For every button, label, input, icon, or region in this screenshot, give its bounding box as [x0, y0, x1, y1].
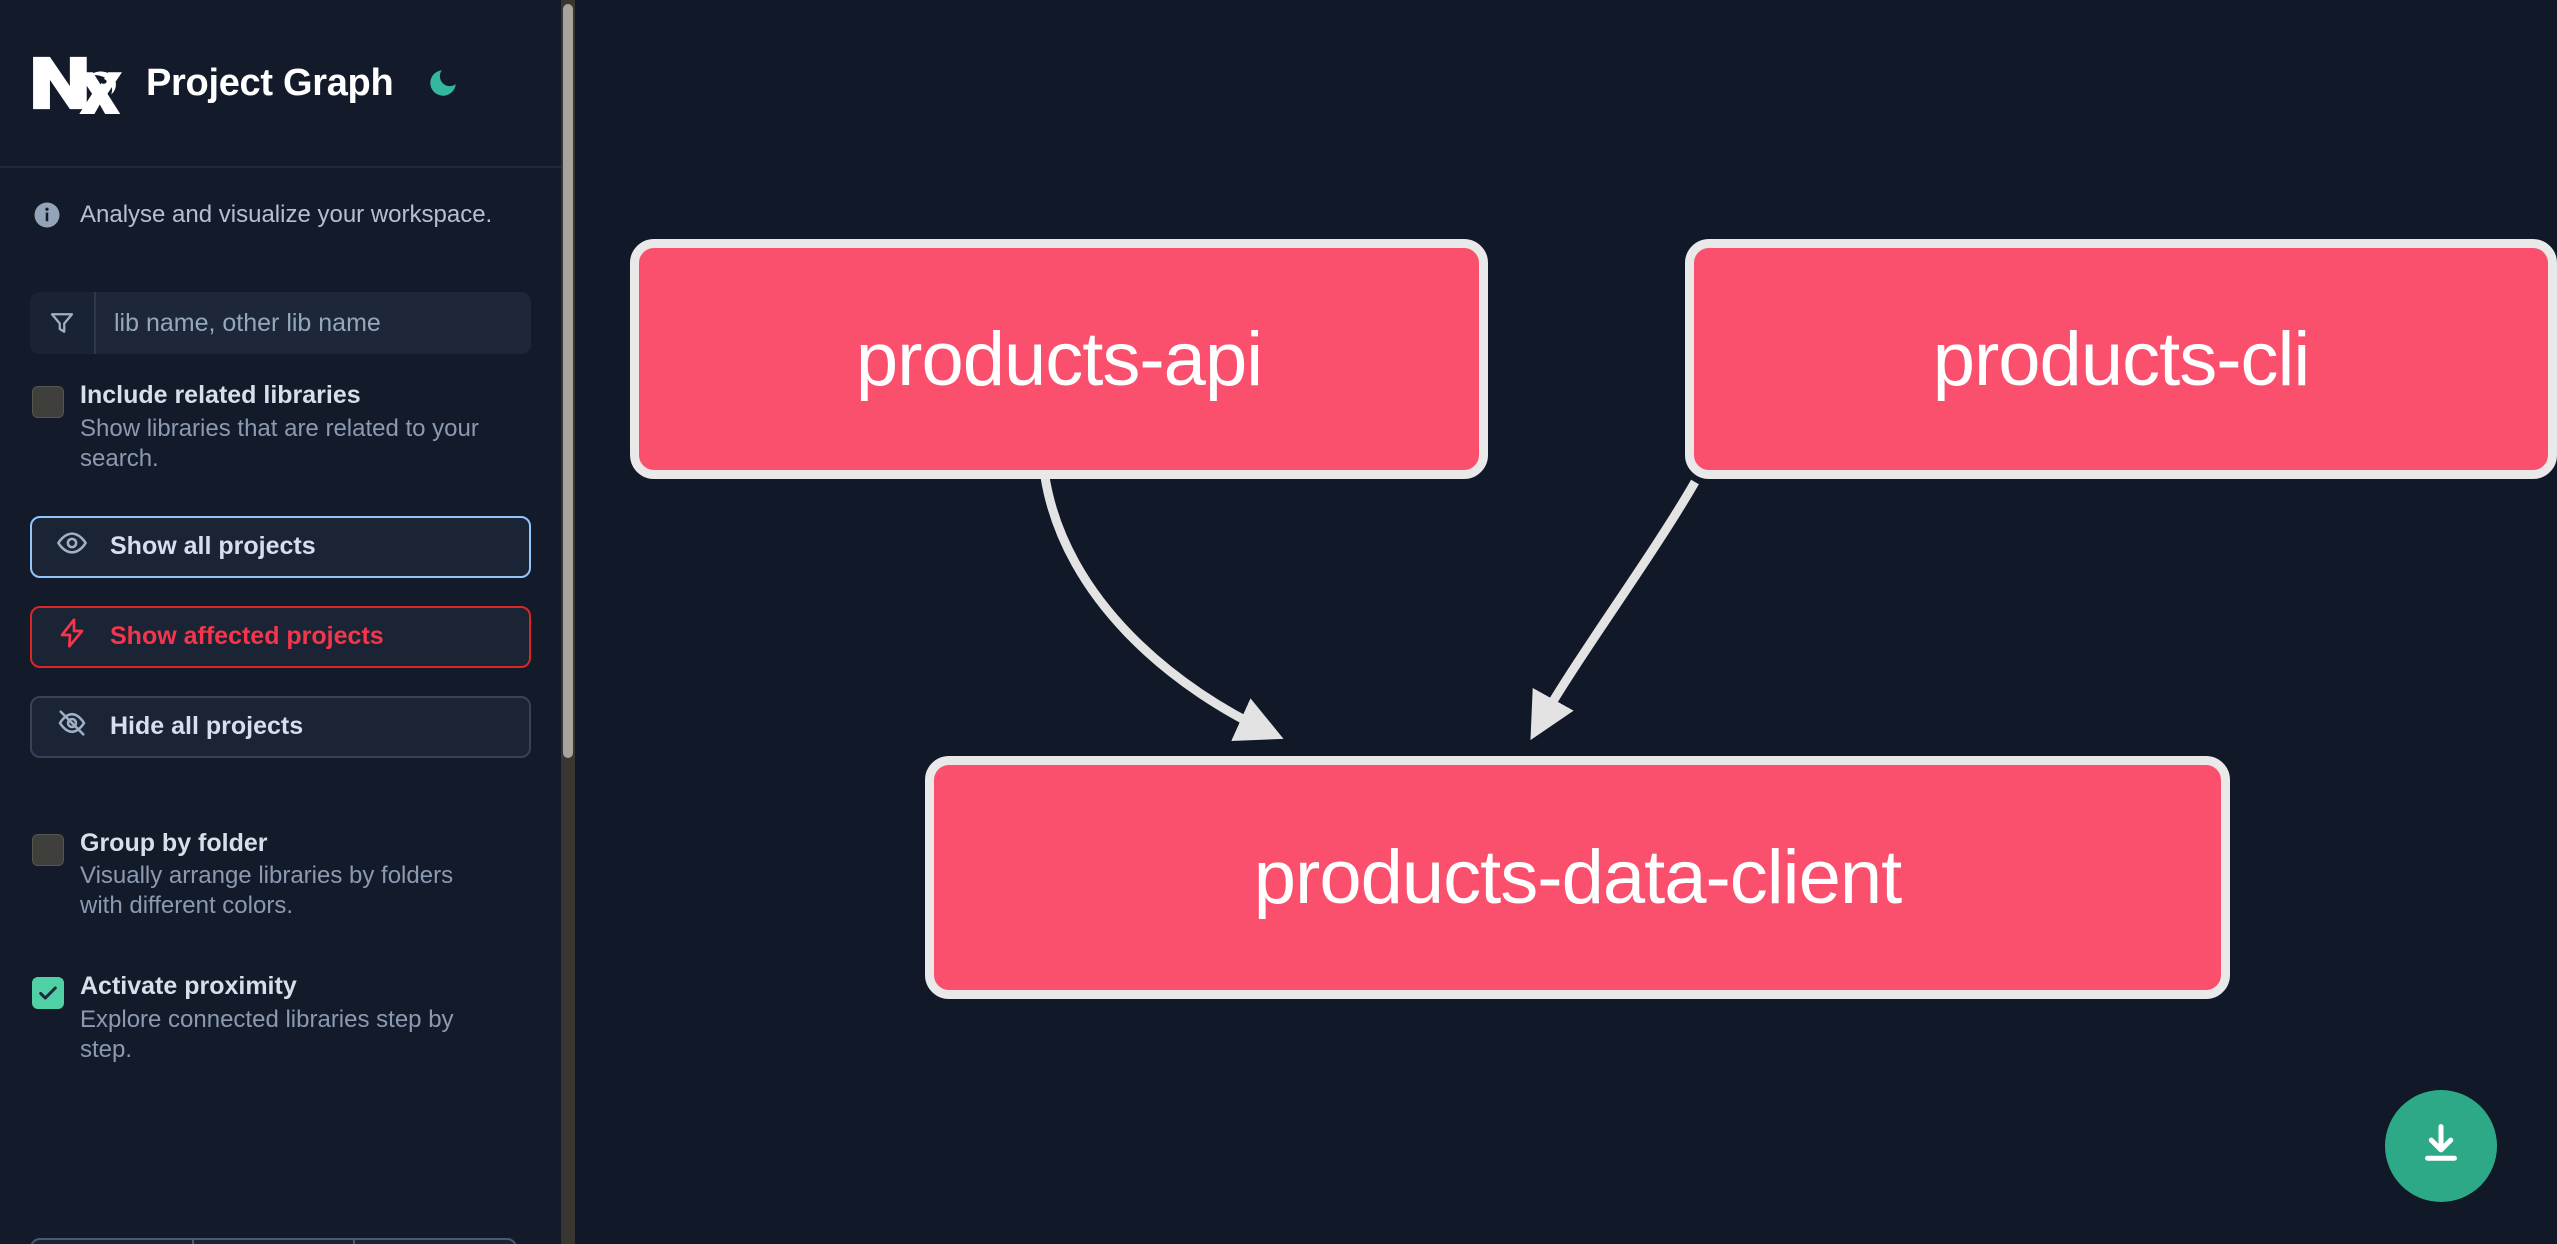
eye-off-icon	[56, 707, 88, 746]
info-icon	[32, 200, 62, 230]
include-related-libraries-label: Include related libraries	[80, 381, 361, 409]
include-related-libraries-checkbox[interactable]	[32, 386, 64, 418]
checkbox-row-activate-proximity[interactable]: Activate proximity Explore connected lib…	[32, 972, 531, 1065]
nx-logo	[30, 52, 122, 117]
graph-node-products-cli[interactable]: products-cli	[1685, 239, 2557, 479]
activate-proximity-label: Activate proximity	[80, 972, 297, 1000]
search-input[interactable]	[96, 292, 531, 354]
graph-node-label: products-cli	[1932, 316, 2311, 402]
checkbox-row-group-by-folder[interactable]: Group by folder Visually arrange librari…	[32, 828, 531, 922]
lightning-bolt-icon	[56, 617, 88, 656]
download-icon	[2415, 1118, 2467, 1175]
proximity-step-button-group[interactable]	[30, 1238, 517, 1244]
eye-icon	[56, 527, 88, 566]
sidebar-scrollbar-track[interactable]	[561, 0, 575, 1244]
group-by-folder-description: Visually arrange libraries by folders wi…	[80, 862, 454, 919]
filter-funnel-icon	[30, 292, 96, 354]
proximity-step-option-2[interactable]	[194, 1240, 356, 1244]
activate-proximity-checkbox[interactable]	[32, 977, 64, 1009]
include-related-libraries-description: Show libraries that are related to your …	[80, 414, 479, 472]
hide-all-projects-label: Hide all projects	[110, 712, 304, 740]
group-by-folder-checkbox[interactable]	[32, 833, 64, 866]
search-field[interactable]	[30, 292, 531, 354]
group-by-folder-label: Group by folder	[80, 828, 268, 857]
show-affected-projects-label: Show affected projects	[110, 622, 384, 650]
edge-products-cli-to-products-data-client	[1530, 479, 1699, 741]
hide-all-projects-button[interactable]: Hide all projects	[30, 695, 531, 758]
activate-proximity-description: Explore connected libraries step by step…	[80, 1005, 454, 1063]
graph-edges	[1040, 476, 1699, 741]
graph-node-label: products-api	[855, 316, 1263, 402]
tagline: Analyse and visualize your workspace.	[0, 168, 561, 230]
graph-canvas[interactable]: products-api products-cli products-data-…	[575, 0, 2557, 1244]
graph-node-label: products-data-client	[1253, 835, 1902, 920]
graph-node-products-api[interactable]: products-api	[630, 239, 1488, 479]
sidebar-scroll-region: Project Graph Analyse and visualize your…	[0, 0, 561, 1244]
edge-products-api-to-products-data-client	[1040, 476, 1284, 741]
tagline-text: Analyse and visualize your workspace.	[80, 201, 493, 228]
proximity-step-option-1[interactable]	[32, 1240, 194, 1244]
sidebar-scrollbar-thumb[interactable]	[563, 4, 573, 758]
sidebar: Project Graph Analyse and visualize your…	[0, 0, 575, 1244]
checkbox-row-include-related-libraries[interactable]: Include related libraries Show libraries…	[32, 381, 531, 474]
download-graph-button[interactable]	[2385, 1090, 2497, 1202]
page-title: Project Graph	[146, 61, 394, 104]
show-all-projects-label: Show all projects	[110, 532, 316, 560]
graph-node-products-data-client[interactable]: products-data-client	[925, 756, 2230, 999]
show-all-projects-button[interactable]: Show all projects	[30, 515, 531, 578]
moon-icon[interactable]	[421, 61, 465, 105]
show-affected-projects-button[interactable]: Show affected projects	[30, 605, 531, 668]
proximity-step-option-3[interactable]	[355, 1240, 515, 1244]
brand-header: Project Graph	[0, 0, 561, 168]
